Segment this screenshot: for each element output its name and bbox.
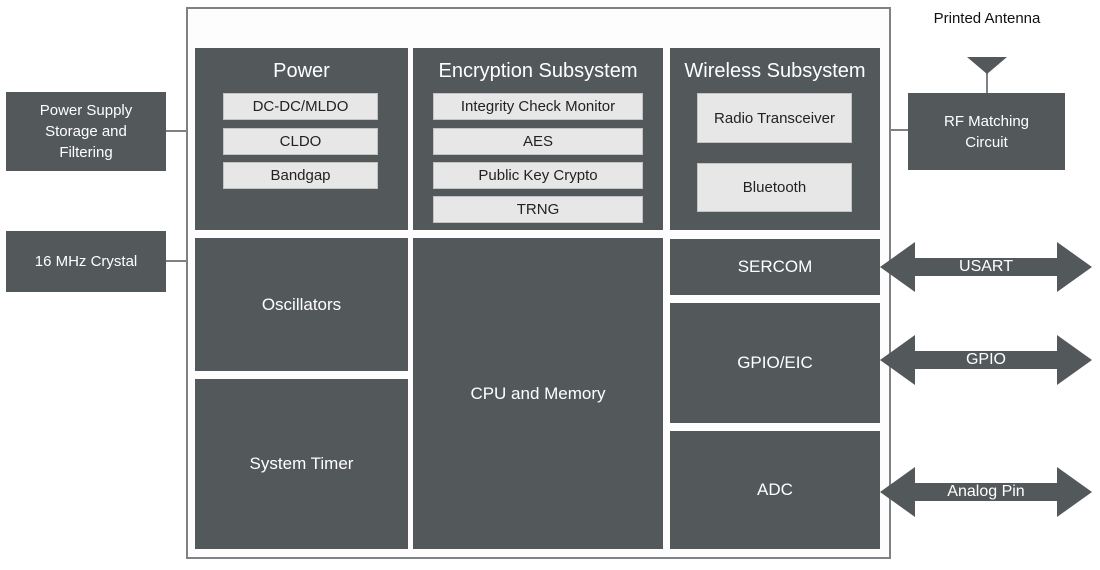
subblock-trng: TRNG	[433, 196, 643, 223]
rf-connector-line	[878, 129, 909, 131]
usart-arrow: USART	[880, 241, 1092, 293]
subblock-bandgap: Bandgap	[223, 162, 378, 189]
crystal-connector-line	[166, 260, 196, 262]
crystal-label: 16 MHz Crystal	[34, 253, 138, 270]
gpio-eic-label: GPIO/EIC	[737, 353, 813, 372]
integrity-check-monitor-label: Integrity Check Monitor	[460, 98, 616, 115]
block-sercom: SERCOM	[670, 239, 880, 295]
block-wireless-subsystem: Wireless Subsystem Radio Transceiver Blu…	[670, 48, 880, 230]
subblock-cldo: CLDO	[223, 128, 378, 155]
antenna-mast-line	[986, 58, 988, 93]
analog-pin-arrow-label: Analog Pin	[947, 483, 1025, 500]
rf-matching-circuit-label: RF Matching Circuit	[943, 112, 1030, 151]
subblock-integrity-check-monitor: Integrity Check Monitor	[433, 93, 643, 120]
encryption-title: Encryption Subsystem	[438, 60, 638, 82]
double-arrow-icon	[880, 335, 1092, 385]
subblock-dcdc-mldo: DC-DC/MLDO	[223, 93, 378, 120]
adc-label: ADC	[757, 480, 793, 499]
crystal-box: 16 MHz Crystal	[6, 231, 166, 292]
power-title: Power	[273, 60, 330, 82]
subblock-radio-transceiver: Radio Transceiver	[697, 93, 852, 143]
block-gpio-eic: GPIO/EIC	[670, 303, 880, 423]
double-arrow-icon	[880, 467, 1092, 517]
block-system-timer: System Timer	[195, 379, 408, 549]
power-supply-connector-line	[166, 130, 196, 132]
subblock-bluetooth: Bluetooth	[697, 163, 852, 212]
block-oscillators: Oscillators	[195, 238, 408, 371]
aes-label: AES	[522, 133, 553, 150]
bluetooth-label: Bluetooth	[742, 179, 807, 196]
rf-matching-circuit-box: RF Matching Circuit	[908, 93, 1065, 170]
block-encryption-subsystem: Encryption Subsystem Integrity Check Mon…	[413, 48, 663, 230]
power-supply-box: Power Supply Storage and Filtering	[6, 92, 166, 171]
wireless-title: Wireless Subsystem	[684, 60, 866, 82]
cldo-label: CLDO	[279, 133, 322, 150]
block-power: Power DC-DC/MLDO CLDO Bandgap	[195, 48, 408, 230]
analog-pin-arrow: Analog Pin	[880, 466, 1092, 518]
antenna-icon	[967, 57, 1007, 74]
oscillators-label: Oscillators	[261, 294, 342, 314]
radio-transceiver-label: Radio Transceiver	[714, 109, 835, 127]
subblock-aes: AES	[433, 128, 643, 155]
dcdc-mldo-label: DC-DC/MLDO	[252, 98, 349, 115]
block-cpu-and-memory: CPU and Memory	[413, 238, 663, 549]
subblock-public-key-crypto: Public Key Crypto	[433, 162, 643, 189]
sercom-label: SERCOM	[737, 257, 813, 276]
cpu-and-memory-label: CPU and Memory	[470, 383, 606, 403]
bandgap-label: Bandgap	[270, 167, 331, 184]
trng-label: TRNG	[516, 201, 560, 218]
gpio-arrow-label: GPIO	[965, 351, 1006, 368]
gpio-arrow: GPIO	[880, 334, 1092, 386]
printed-antenna-label: Printed Antenna	[933, 10, 1041, 27]
system-timer-label: System Timer	[249, 454, 354, 473]
usart-arrow-label: USART	[959, 258, 1013, 275]
public-key-crypto-label: Public Key Crypto	[478, 167, 598, 184]
double-arrow-icon	[880, 242, 1092, 292]
power-supply-label: Power Supply Storage and Filtering	[39, 102, 133, 161]
block-adc: ADC	[670, 431, 880, 549]
